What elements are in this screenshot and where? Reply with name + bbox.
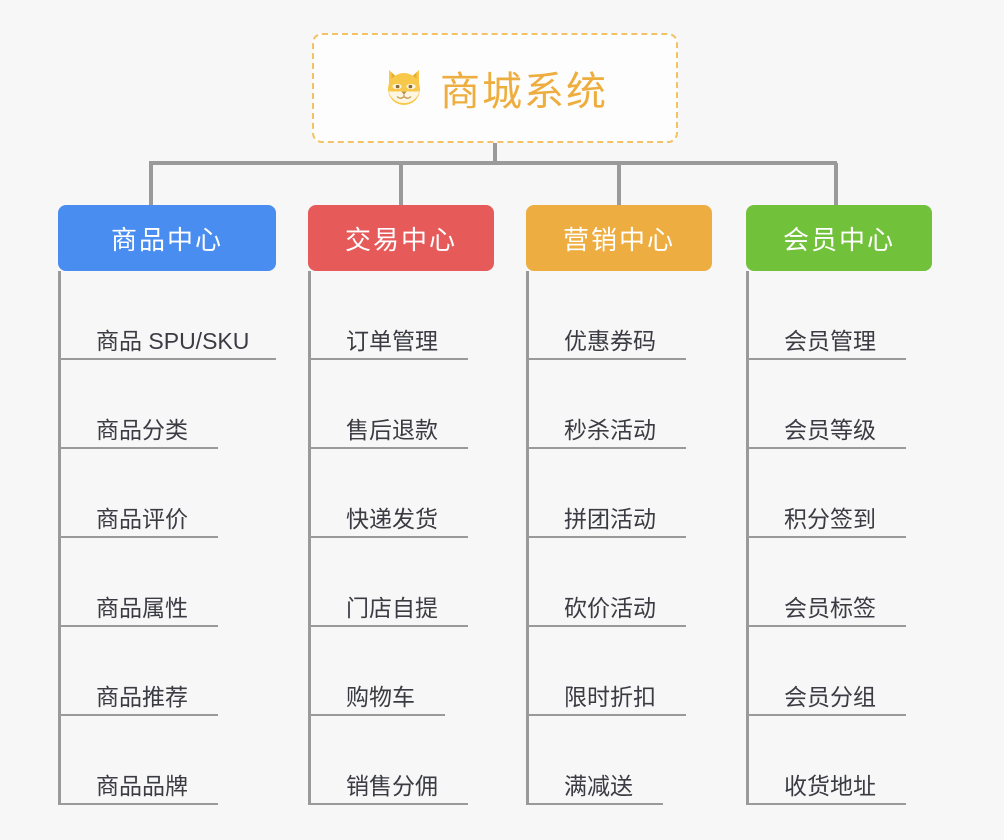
- leaf-underline: [308, 803, 468, 805]
- list-item[interactable]: 销售分佣: [308, 716, 494, 805]
- category-box-trade-center[interactable]: 交易中心: [308, 205, 494, 271]
- leaf-label: 商品评价: [96, 505, 188, 532]
- leaf-label: 订单管理: [346, 327, 438, 354]
- leaf-underline: [58, 625, 218, 627]
- list-item[interactable]: 优惠券码: [526, 271, 712, 360]
- root-title: 商城系统: [440, 70, 608, 114]
- leaf-underline: [58, 803, 218, 805]
- column-spine: [58, 271, 61, 805]
- leaf-list-marketing-center: 优惠券码 秒杀活动 拼团活动 砍价活动 限时折扣: [526, 271, 712, 805]
- category-title: 会员中心: [782, 224, 895, 255]
- leaf-underline: [58, 447, 218, 449]
- column-member-center: 会员中心 会员管理 会员等级 积分签到 会员标签: [746, 205, 932, 805]
- list-item[interactable]: 收货地址: [746, 716, 932, 805]
- leaf-label: 积分签到: [784, 505, 876, 532]
- category-box-product-center[interactable]: 商品中心: [58, 205, 276, 271]
- list-item[interactable]: 拼团活动: [526, 449, 712, 538]
- list-item[interactable]: 售后退款: [308, 360, 494, 449]
- root-node[interactable]: 商城系统: [312, 33, 678, 143]
- leaf-label: 会员标签: [784, 594, 876, 621]
- leaf-list-member-center: 会员管理 会员等级 积分签到 会员标签 会员分组: [746, 271, 932, 805]
- column-marketing-center: 营销中心 优惠券码 秒杀活动 拼团活动 砍价活动: [526, 205, 712, 805]
- leaf-underline: [526, 714, 686, 716]
- leaf-label: 销售分佣: [346, 772, 438, 799]
- leaf-underline: [308, 447, 468, 449]
- leaf-label: 拼团活动: [564, 505, 656, 532]
- leaf-label: 秒杀活动: [564, 416, 656, 443]
- leaf-underline: [746, 803, 906, 805]
- list-item[interactable]: 会员标签: [746, 538, 932, 627]
- leaf-underline: [746, 714, 906, 716]
- leaf-label: 商品属性: [96, 594, 188, 621]
- leaf-underline: [308, 625, 468, 627]
- list-item[interactable]: 商品属性: [58, 538, 276, 627]
- leaf-label: 商品分类: [96, 416, 188, 443]
- list-item[interactable]: 订单管理: [308, 271, 494, 360]
- leaf-label: 商品推荐: [96, 683, 188, 710]
- leaf-label: 会员分组: [784, 683, 876, 710]
- leaf-label: 限时折扣: [564, 683, 656, 710]
- list-item[interactable]: 快递发货: [308, 449, 494, 538]
- leaf-label: 快递发货: [346, 505, 438, 532]
- list-item[interactable]: 商品推荐: [58, 627, 276, 716]
- list-item[interactable]: 秒杀活动: [526, 360, 712, 449]
- list-item[interactable]: 门店自提: [308, 538, 494, 627]
- leaf-label: 优惠券码: [564, 327, 656, 354]
- category-title: 营销中心: [562, 224, 675, 255]
- list-item[interactable]: 商品品牌: [58, 716, 276, 805]
- leaf-label: 收货地址: [784, 772, 876, 799]
- leaf-underline: [308, 358, 468, 360]
- category-title: 交易中心: [344, 224, 457, 255]
- leaf-underline: [58, 536, 218, 538]
- leaf-label: 商品品牌: [96, 772, 188, 799]
- leaf-underline: [526, 625, 686, 627]
- category-box-member-center[interactable]: 会员中心: [746, 205, 932, 271]
- shiba-dog-face-icon: [382, 66, 426, 110]
- list-item[interactable]: 商品分类: [58, 360, 276, 449]
- column-spine: [308, 271, 311, 805]
- leaf-list-trade-center: 订单管理 售后退款 快递发货 门店自提 购物车: [308, 271, 494, 805]
- list-item[interactable]: 会员分组: [746, 627, 932, 716]
- column-product-center: 商品中心 商品 SPU/SKU 商品分类 商品评价 商品属性: [58, 205, 276, 805]
- leaf-list-product-center: 商品 SPU/SKU 商品分类 商品评价 商品属性 商品推荐: [58, 271, 276, 805]
- leaf-underline: [526, 447, 686, 449]
- leaf-label: 商品 SPU/SKU: [96, 327, 250, 354]
- list-item[interactable]: 会员管理: [746, 271, 932, 360]
- leaf-label: 满减送: [564, 772, 633, 799]
- list-item[interactable]: 积分签到: [746, 449, 932, 538]
- list-item[interactable]: 砍价活动: [526, 538, 712, 627]
- list-item[interactable]: 商品评价: [58, 449, 276, 538]
- list-item[interactable]: 购物车: [308, 627, 494, 716]
- list-item[interactable]: 商品 SPU/SKU: [58, 271, 276, 360]
- column-spine: [526, 271, 529, 805]
- leaf-underline: [746, 447, 906, 449]
- leaf-underline: [308, 714, 445, 716]
- leaf-underline: [526, 536, 686, 538]
- leaf-label: 砍价活动: [564, 594, 656, 621]
- column-trade-center: 交易中心 订单管理 售后退款 快递发货 门店自提: [308, 205, 494, 805]
- leaf-label: 会员管理: [784, 327, 876, 354]
- leaf-label: 售后退款: [346, 416, 438, 443]
- list-item[interactable]: 限时折扣: [526, 627, 712, 716]
- leaf-underline: [308, 536, 468, 538]
- column-spine: [746, 271, 749, 805]
- leaf-underline: [746, 358, 906, 360]
- leaf-label: 会员等级: [784, 416, 876, 443]
- leaf-underline: [746, 625, 906, 627]
- leaf-label: 门店自提: [346, 594, 438, 621]
- list-item[interactable]: 满减送: [526, 716, 712, 805]
- leaf-label: 购物车: [346, 683, 415, 710]
- leaf-underline: [526, 358, 686, 360]
- leaf-underline: [58, 714, 218, 716]
- category-title: 商品中心: [110, 224, 223, 255]
- leaf-underline: [58, 358, 276, 360]
- leaf-underline: [746, 536, 906, 538]
- list-item[interactable]: 会员等级: [746, 360, 932, 449]
- leaf-underline: [526, 803, 663, 805]
- category-box-marketing-center[interactable]: 营销中心: [526, 205, 712, 271]
